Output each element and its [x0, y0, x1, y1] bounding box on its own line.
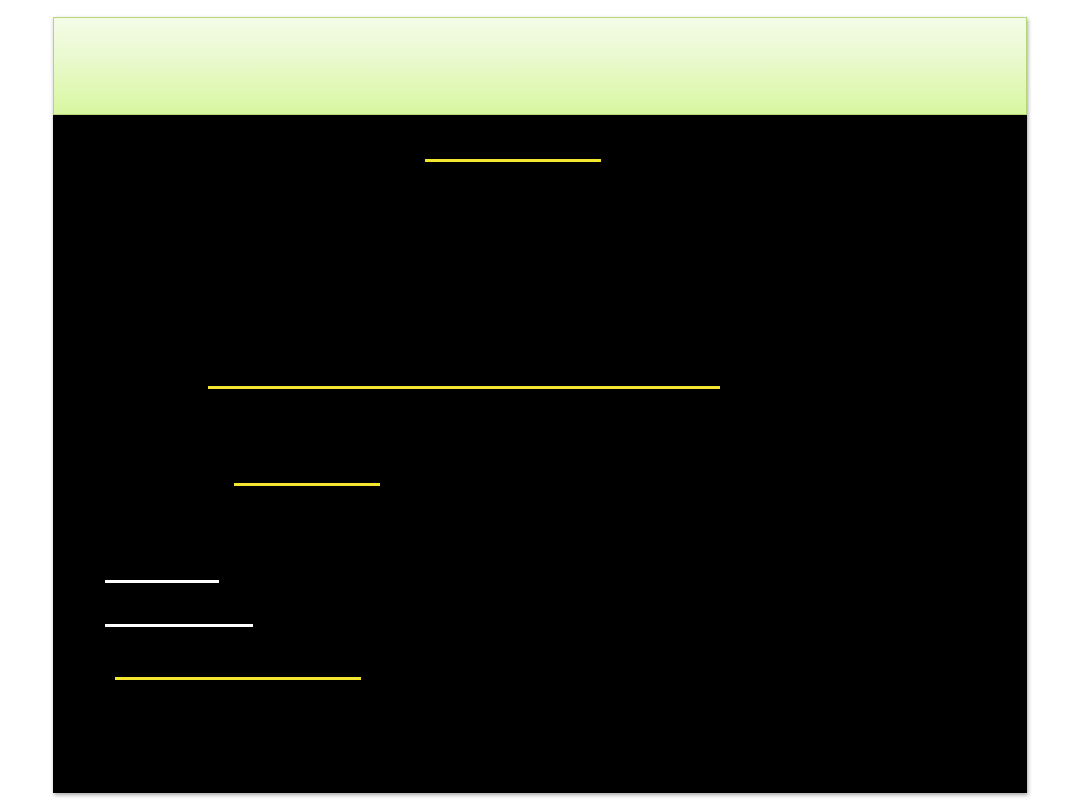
white-underline-1 — [105, 580, 219, 583]
long-underline — [208, 386, 720, 389]
slide-header-band — [53, 17, 1027, 115]
slide — [53, 17, 1027, 793]
short-underline — [234, 483, 380, 486]
bottom-underline — [115, 677, 361, 680]
title-underline — [425, 159, 601, 162]
white-underline-2 — [105, 624, 253, 627]
